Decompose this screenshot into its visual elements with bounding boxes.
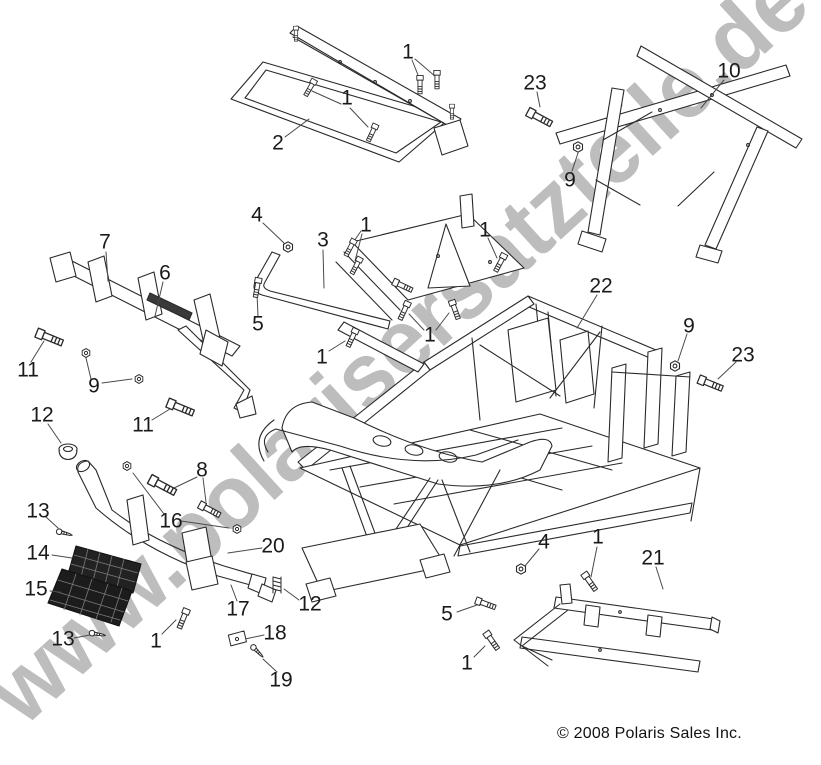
- callout-2: 2: [272, 131, 284, 155]
- callout-1: 1: [316, 345, 328, 369]
- callout-11: 11: [17, 358, 39, 382]
- callout-23: 23: [523, 71, 547, 95]
- callout-1: 1: [592, 525, 604, 549]
- part-22-main-frame: [258, 295, 701, 603]
- callout-9: 9: [88, 374, 100, 398]
- callout-22: 22: [589, 274, 613, 298]
- callout-1: 1: [424, 323, 436, 347]
- callout-12: 12: [30, 403, 54, 427]
- callout-9: 9: [564, 168, 576, 192]
- callout-19: 19: [269, 668, 293, 692]
- copyright-text: © 2008 Polaris Sales Inc.: [557, 725, 742, 742]
- callout-4: 4: [538, 530, 550, 554]
- callout-7: 7: [99, 230, 111, 254]
- part-21-rear-rail: [513, 583, 721, 673]
- callout-1: 1: [461, 651, 473, 675]
- callout-1: 1: [479, 218, 491, 242]
- callout-18: 18: [263, 621, 287, 645]
- callout-13: 13: [26, 499, 50, 523]
- callout-6: 6: [159, 261, 171, 285]
- callout-1: 1: [360, 213, 372, 237]
- callout-1: 1: [150, 629, 162, 653]
- callout-4: 4: [251, 203, 263, 227]
- part-7-support-rail: [49, 251, 257, 419]
- leader-lines: [30, 58, 737, 673]
- callout-13: 13: [51, 627, 75, 651]
- callout-14: 14: [26, 541, 50, 565]
- callout-17: 17: [226, 597, 250, 621]
- callout-11: 11: [132, 413, 154, 437]
- callout-8: 8: [196, 458, 208, 482]
- callout-16: 16: [159, 509, 183, 533]
- part-17-front-bumper: [75, 459, 277, 603]
- callout-21: 21: [641, 546, 665, 570]
- part-14-grille-upper: [67, 545, 142, 594]
- callout-1: 1: [402, 40, 414, 64]
- callout-12: 12: [298, 592, 322, 616]
- callout-15: 15: [24, 577, 48, 601]
- callout-1: 1: [341, 86, 353, 110]
- part-15-grille-lower: [47, 568, 133, 627]
- part-2-bed-frame: [230, 25, 469, 163]
- callout-5: 5: [441, 602, 453, 626]
- callout-23: 23: [731, 343, 755, 367]
- part-6-bracket: [146, 292, 193, 321]
- callout-9: 9: [683, 314, 695, 338]
- watermark-text: www.polarisersatzteile.de: [0, 0, 821, 745]
- callout-20: 20: [261, 534, 285, 558]
- callout-5: 5: [252, 312, 264, 336]
- callout-3: 3: [317, 228, 329, 252]
- part-10-rops-frame: [555, 45, 803, 264]
- callout-10: 10: [717, 59, 741, 83]
